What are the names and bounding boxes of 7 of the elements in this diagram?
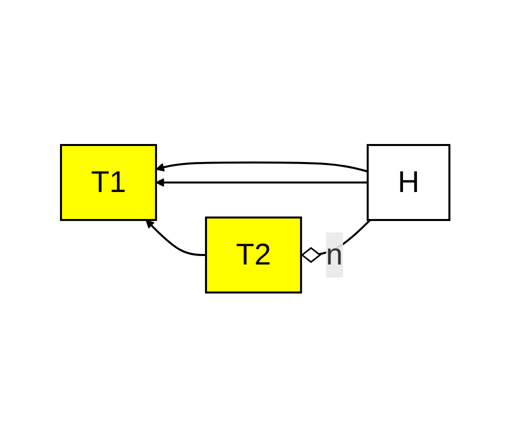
arrow (145, 219, 206, 256)
arrow (155, 178, 368, 187)
node-box: T2 (204, 216, 302, 294)
node-box: H (366, 144, 450, 221)
node-box: T1 (60, 144, 157, 221)
arrow (155, 161, 368, 172)
edge-label: n (326, 238, 343, 272)
